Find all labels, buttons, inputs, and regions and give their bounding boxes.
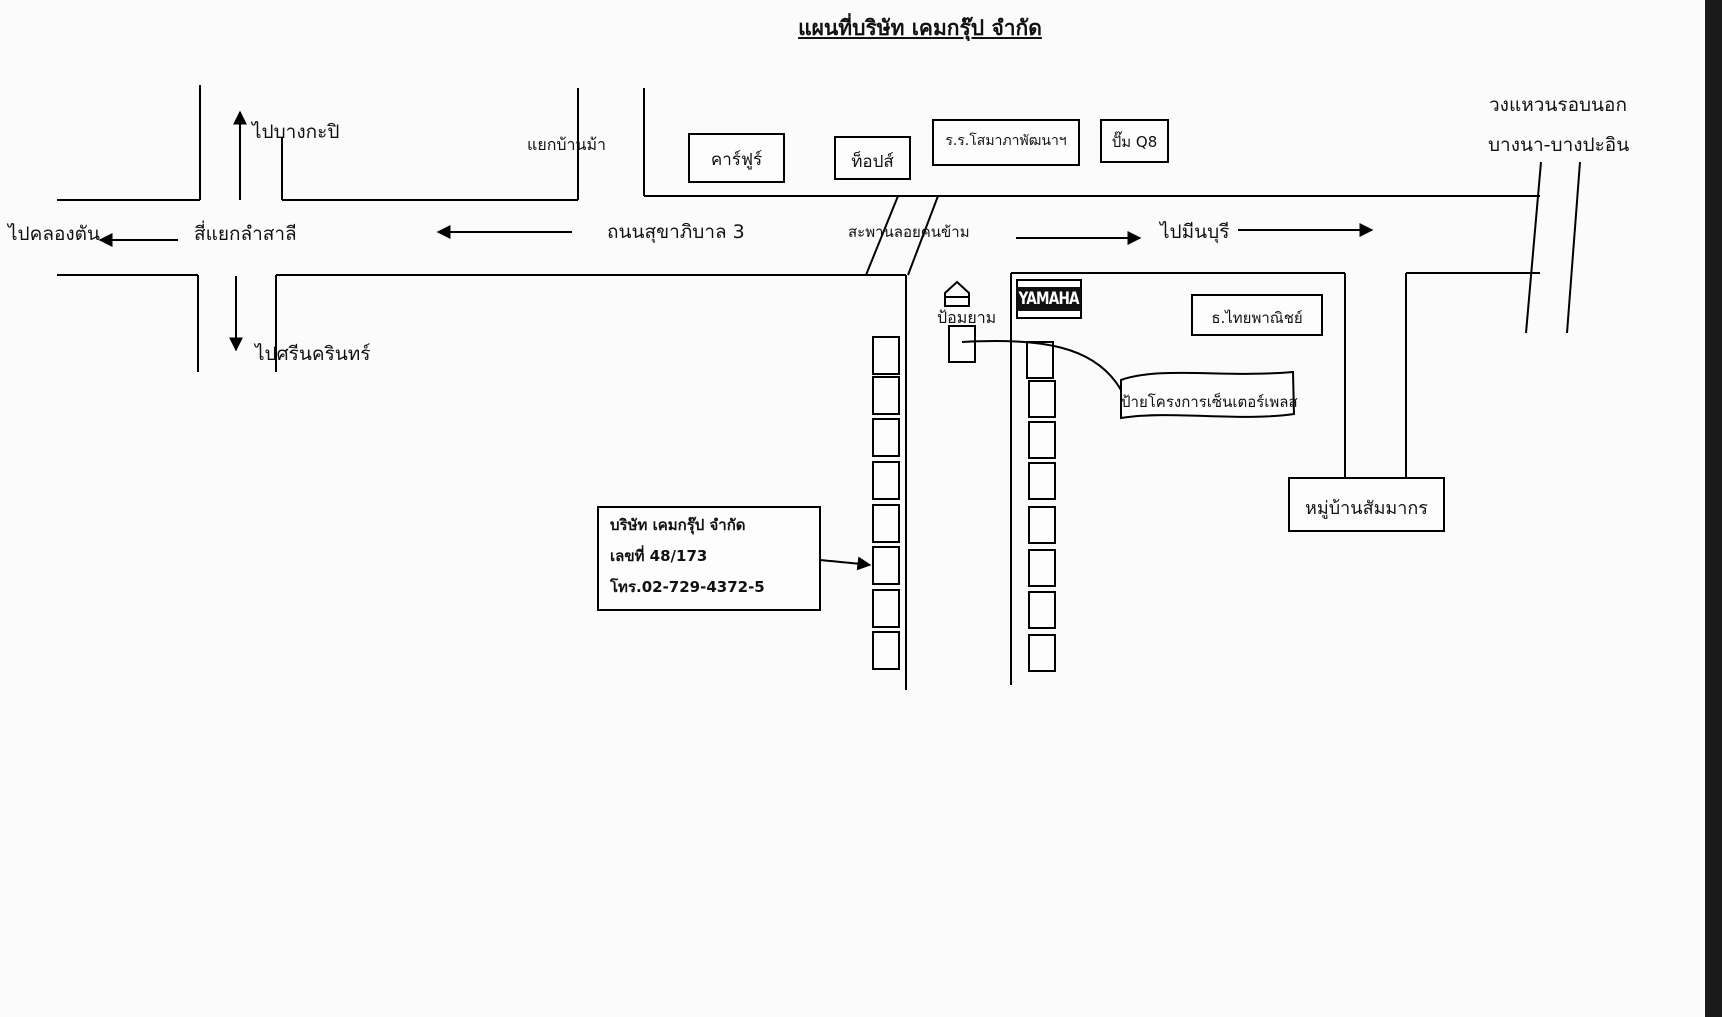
bank-label: ธ.ไทยพาณิชย์: [1211, 309, 1303, 327]
company-phone: โทร.02-729-4372-5: [610, 578, 765, 596]
company-info: บริษัท เคมกรุ๊ป จำกัด เลขที่ 48/173 โทร.…: [610, 510, 765, 603]
label-bangna-bangpa-in: บางนา-บางปะอิน: [1488, 134, 1630, 156]
scan-edge: [1705, 0, 1722, 1017]
guard-post-box: [948, 325, 976, 363]
carrefour-box: [688, 133, 785, 183]
label-outer-ring: วงแหวนรอบนอก: [1489, 94, 1627, 116]
tops-label: ท็อปส์: [851, 152, 894, 172]
label-ban-ma-junction: แยกบ้านม้า: [527, 135, 606, 154]
sign-connector: [961, 340, 1122, 391]
label-pedestrian-bridge: สะพานลอยคนข้าม: [848, 223, 970, 241]
shophouse-row-left: [872, 336, 900, 670]
bridge-line: [907, 195, 939, 276]
carrefour-label: คาร์ฟูร์: [710, 150, 763, 170]
road-edge: [1525, 161, 1542, 334]
map-title: แผนที่บริษัท เคมกรุ๊ป จำกัด: [798, 16, 1042, 40]
yamaha-logo: YAMAHA: [1016, 279, 1082, 319]
village-box: [1288, 477, 1445, 532]
bridge-line: [865, 195, 899, 276]
q8-label: ปั๊ม Q8: [1111, 133, 1158, 151]
bank-box: [1191, 294, 1323, 336]
road-edge: [1566, 161, 1581, 334]
guard-post-icon: [944, 280, 970, 307]
label-to-khlong-ton: ไปคลองตัน: [8, 223, 100, 245]
company-number: เลขที่ 48/173: [610, 547, 708, 565]
village-label: หมู่บ้านสัมมากร: [1305, 498, 1428, 519]
school-box: [932, 119, 1080, 166]
project-sign-label: ป้ายโครงการเซ็นเตอร์เพลส: [1121, 393, 1298, 411]
tops-box: [834, 136, 911, 180]
project-sign-icon: [1120, 370, 1296, 420]
label-guard-post: ป้อมยาม: [937, 308, 997, 327]
shophouse-row-right: [1026, 341, 1056, 672]
company-box: [597, 506, 821, 611]
q8-box: [1100, 119, 1169, 163]
label-to-min-buri: ไปมีนบุรี: [1160, 221, 1230, 243]
label-road-sukhaphiban3: ถนนสุขาภิบาล 3: [607, 221, 745, 243]
label-to-bangkapi: ไปบางกะปิ: [252, 121, 340, 143]
school-label: ร.ร.โสมาภาพัฒนาฯ: [945, 133, 1067, 149]
company-pointer: [819, 556, 872, 571]
label-intersection-lamsali: สี่แยกลำสาลี: [194, 223, 297, 245]
label-to-srinakarin: ไปศรีนครินทร์: [255, 343, 371, 365]
company-name: บริษัท เคมกรุ๊ป จำกัด: [610, 516, 746, 534]
